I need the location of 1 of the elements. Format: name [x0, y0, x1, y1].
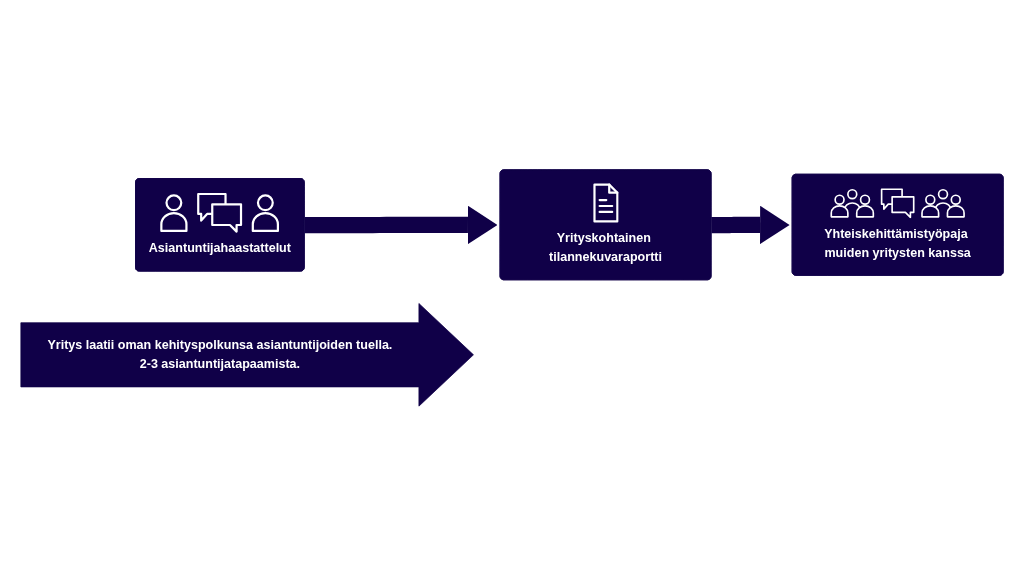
arrow	[303, 205, 498, 245]
